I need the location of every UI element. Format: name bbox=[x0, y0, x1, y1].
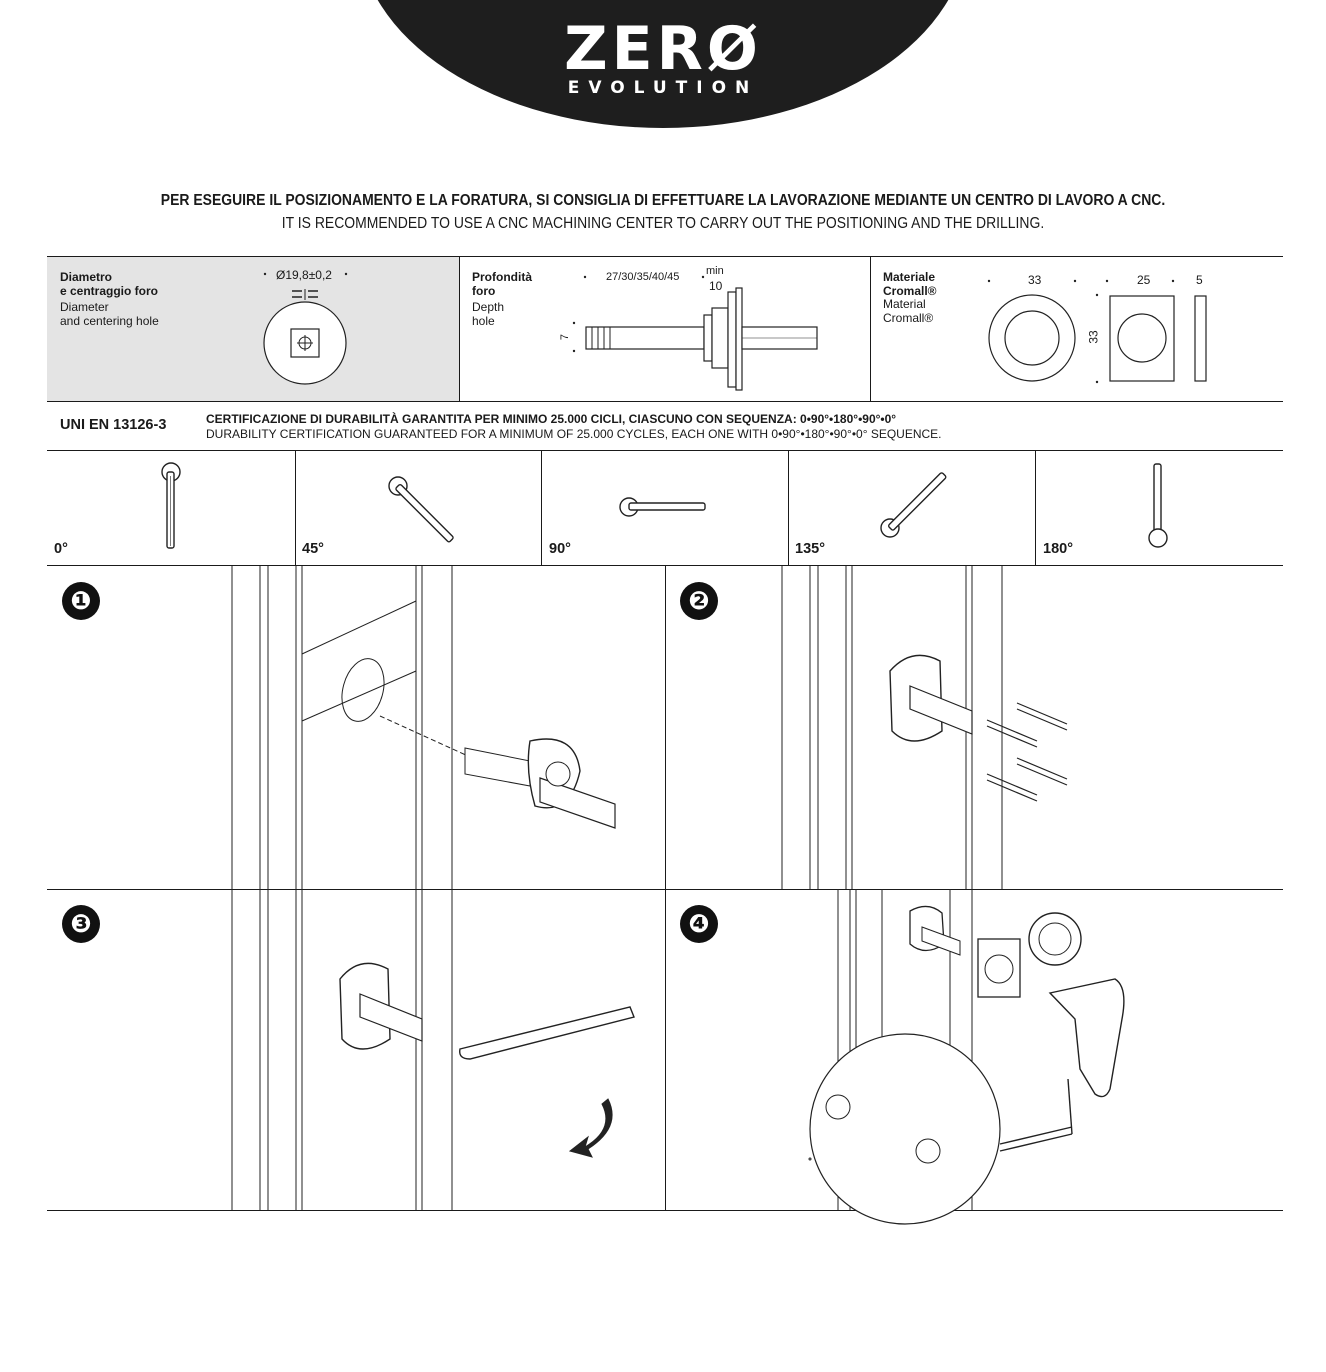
table-line bbox=[47, 565, 1283, 566]
table-line bbox=[870, 257, 871, 401]
table-line bbox=[47, 450, 1283, 451]
certification-english: DURABILITY CERTIFICATION GUARANTEED FOR … bbox=[206, 427, 942, 441]
handle-angle-45-icon bbox=[388, 476, 454, 543]
intro-english: IT IS RECOMMENDED TO USE A CNC MACHINING… bbox=[281, 215, 1045, 232]
step-1-illustration bbox=[231, 566, 616, 889]
table-line bbox=[47, 401, 1283, 402]
angle-label-45: 45° bbox=[302, 541, 324, 557]
diameter-value: Ø19,8±0,2 bbox=[276, 268, 332, 282]
certification-italian: CERTIFICAZIONE DI DURABILITÀ GARANTITA P… bbox=[206, 412, 897, 426]
rosette-round-dim: 33 bbox=[1028, 273, 1042, 287]
handle-angle-180-icon bbox=[1148, 463, 1168, 548]
table-line bbox=[665, 566, 666, 1210]
drill-hole-diagram bbox=[263, 272, 348, 385]
angle-label-0: 0° bbox=[54, 541, 68, 557]
spec-diameter-cell bbox=[47, 257, 459, 401]
table-line bbox=[541, 451, 542, 565]
handle-angle-135-icon bbox=[880, 472, 947, 538]
angle-label-180: 180° bbox=[1043, 541, 1073, 557]
table-line bbox=[1035, 451, 1036, 565]
step-1-badge: ❶ bbox=[62, 582, 100, 620]
rosette-thickness-dim: 5 bbox=[1196, 273, 1203, 287]
depth-min-value: 10 bbox=[709, 279, 723, 293]
table-line bbox=[459, 257, 460, 401]
depth-min-label: min bbox=[706, 265, 724, 277]
rosette-diagram bbox=[987, 279, 1207, 384]
rosette-square-dim: 25 bbox=[1137, 273, 1151, 287]
handle-angle-90-icon bbox=[619, 497, 706, 517]
step-3-illustration bbox=[231, 889, 635, 1210]
depth-lengths: 27/30/35/40/45 bbox=[606, 271, 680, 283]
table-line bbox=[47, 256, 1283, 257]
step-4-badge: ❹ bbox=[680, 905, 718, 943]
step-4-illustration bbox=[808, 889, 1125, 1225]
step-2-badge: ❷ bbox=[680, 582, 718, 620]
step-3-badge: ❸ bbox=[62, 905, 100, 943]
depth-pin-size: 7 bbox=[559, 333, 572, 341]
certification-standard: UNI EN 13126-3 bbox=[60, 417, 167, 433]
table-line bbox=[788, 451, 789, 565]
angle-label-90: 90° bbox=[549, 541, 571, 557]
table-line bbox=[295, 451, 296, 565]
depth-pin-diagram bbox=[572, 275, 818, 391]
intro-italian: PER ESEGUIRE IL POSIZIONAMENTO E LA FORA… bbox=[160, 192, 1166, 209]
brand-subtitle: EVOLUTION bbox=[567, 78, 759, 98]
brand-logo: ZERØ bbox=[564, 14, 762, 84]
angle-label-135: 135° bbox=[795, 541, 825, 557]
handle-angle-0-icon bbox=[161, 462, 181, 549]
table-line bbox=[47, 1210, 1283, 1211]
step-2-illustration bbox=[781, 566, 1068, 889]
